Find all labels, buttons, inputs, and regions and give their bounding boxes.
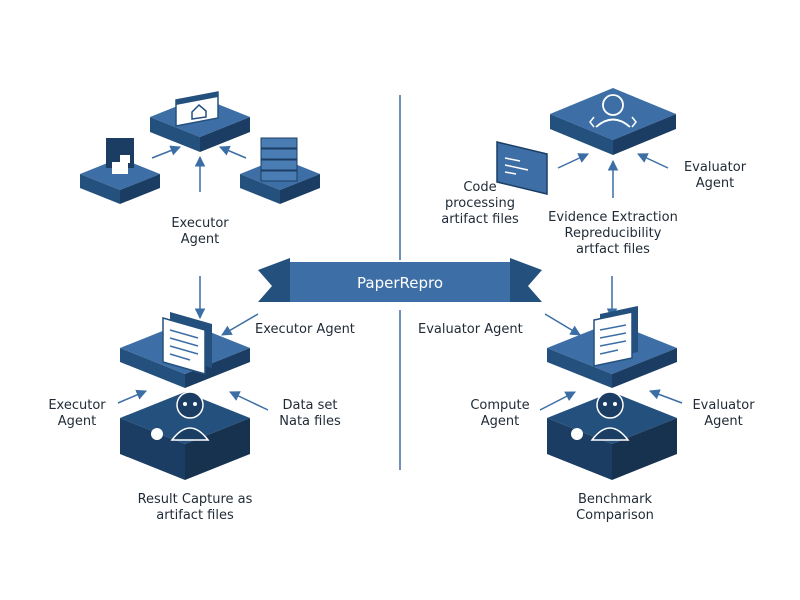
arrow-tr-label-to-evaluator xyxy=(637,153,669,169)
arrow-bl-left-label xyxy=(117,389,147,404)
label-tr-code: Code processing artifact files xyxy=(441,180,519,227)
block-top-right-evaluator xyxy=(550,88,676,155)
arrow-bl-top-label xyxy=(221,313,259,336)
label-bl-dataset: Data set Nata files xyxy=(279,398,341,429)
arrow-br-left-label xyxy=(539,391,576,411)
label-tr-evidence: Evidence Extraction Repreducibility artf… xyxy=(548,210,678,257)
agent-robot-icon xyxy=(571,391,630,441)
browser-window-icon xyxy=(175,91,219,127)
label-br-benchmark: Benchmark Comparison xyxy=(576,492,654,523)
label-bl-executor-top: Executor Agent xyxy=(255,322,355,337)
database-server-icon xyxy=(260,137,298,182)
arrow-br-top-label xyxy=(544,313,581,336)
document-stack-icon xyxy=(593,306,638,367)
code-panel-icon xyxy=(496,141,548,195)
label-br-evaluator-right: Evaluator Agent xyxy=(692,398,755,429)
block-top-left-left xyxy=(80,158,160,204)
banner-title: PaperRepro xyxy=(357,274,443,292)
label-br-evaluator-top: Evaluator Agent xyxy=(418,322,523,337)
arrow-bl-right-label xyxy=(229,391,269,411)
agent-robot-icon xyxy=(151,391,210,441)
computer-icon xyxy=(106,138,134,174)
document-stack-icon xyxy=(162,312,212,375)
arrow-tl-right-to-center xyxy=(219,145,247,159)
label-bl-result: Result Capture as artifact files xyxy=(137,492,253,523)
agent-avatar-icon xyxy=(589,94,637,128)
arrow-br-right-label xyxy=(649,389,683,404)
label-bl-executor-left: Executor Agent xyxy=(48,398,106,429)
arrow-tl-left-to-center xyxy=(151,145,181,159)
label-br-compute: Compute Agent xyxy=(470,398,530,429)
arrow-tr-code-to-evaluator xyxy=(557,153,589,169)
label-tr-evaluator: Evaluator Agent xyxy=(683,160,747,191)
title-banner xyxy=(258,258,542,302)
label-tl-executor: Executor Agent xyxy=(171,216,229,247)
